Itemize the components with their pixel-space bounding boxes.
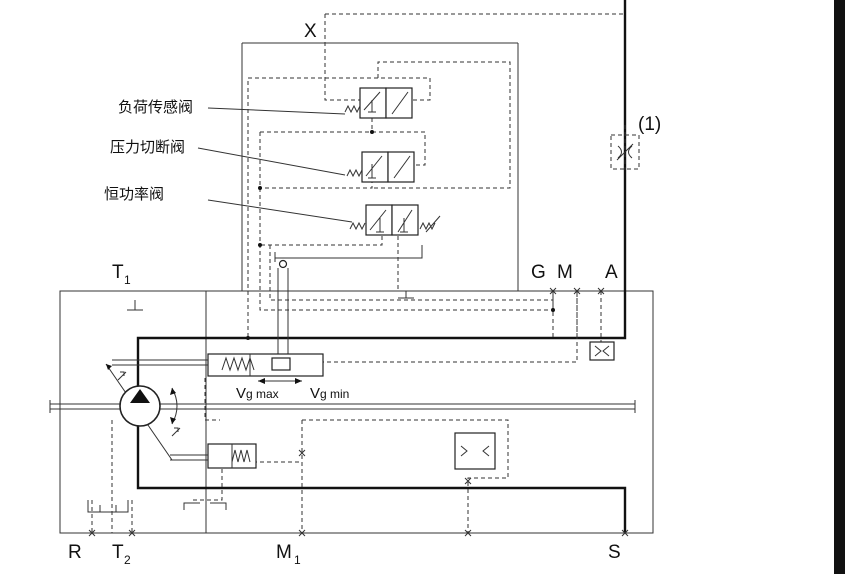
orifice-lower: [454, 432, 496, 470]
port-t1-sub: 1: [124, 273, 131, 287]
feedback-lever: [274, 245, 423, 370]
vg-min-sub: g min: [320, 387, 349, 401]
port-m-label: M: [557, 262, 573, 283]
note-1-label: (1): [638, 114, 661, 135]
port-x-label: X: [304, 21, 317, 42]
stroking-cylinder-lower: [170, 443, 257, 469]
valve-leader-lines: [197, 107, 353, 223]
port-t2-label: T: [112, 542, 124, 563]
port-a-label: A: [605, 262, 618, 283]
vg-min-label: V: [310, 385, 320, 402]
vg-arrow: [258, 378, 302, 384]
junction-dots: [246, 130, 555, 340]
port-m1-sub: 1: [294, 553, 301, 567]
pilot-lines: [91, 13, 626, 533]
valve-constant-power: [349, 204, 441, 236]
pump-icon: [117, 371, 181, 437]
stroking-cylinder-upper: [112, 353, 324, 377]
valve-pressure-cutoff: [346, 151, 415, 183]
port-t1-label: T: [112, 262, 124, 283]
port-t2-sub: 2: [124, 553, 131, 567]
valve-constant-power-label: 恒功率阀: [104, 185, 164, 203]
orifice-1: [610, 134, 640, 170]
vg-max-sub: g max: [246, 387, 279, 401]
tank-symbol-valves: [398, 291, 414, 299]
port-r-label: R: [68, 542, 82, 563]
valve-load-sensing-label: 负荷传感阀: [118, 98, 193, 116]
valve-pressure-cutoff-label: 压力切断阀: [110, 138, 185, 156]
housing-outline: [59, 42, 654, 534]
port-m1-label: M: [276, 542, 292, 563]
right-edge-border: [834, 0, 845, 574]
vg-max-label: V: [236, 385, 246, 402]
orifice-a: [589, 341, 615, 361]
port-markers: [88, 287, 629, 537]
valve-load-sensing: [344, 87, 413, 119]
port-g-label: G: [531, 262, 546, 283]
tank-symbols: [87, 300, 227, 513]
port-s-label: S: [608, 542, 621, 563]
